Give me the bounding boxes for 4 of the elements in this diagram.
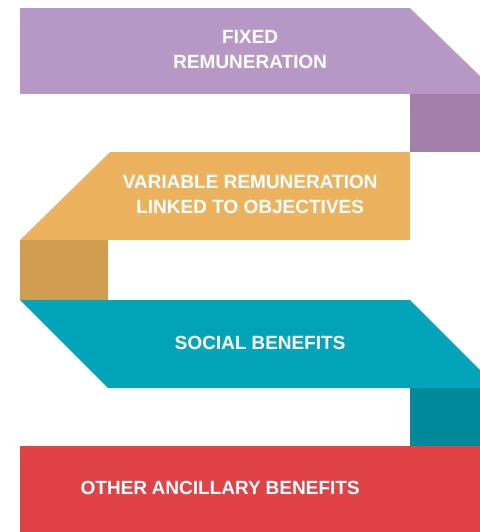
band-label: SOCIAL BENEFITS xyxy=(174,332,346,356)
band-label: VARIABLE REMUNERATION LINKED TO OBJECTIVES xyxy=(122,171,378,220)
band-label: FIXED REMUNERATION xyxy=(172,26,328,75)
band-label: OTHER ANCILLARY BENEFITS xyxy=(80,476,360,501)
